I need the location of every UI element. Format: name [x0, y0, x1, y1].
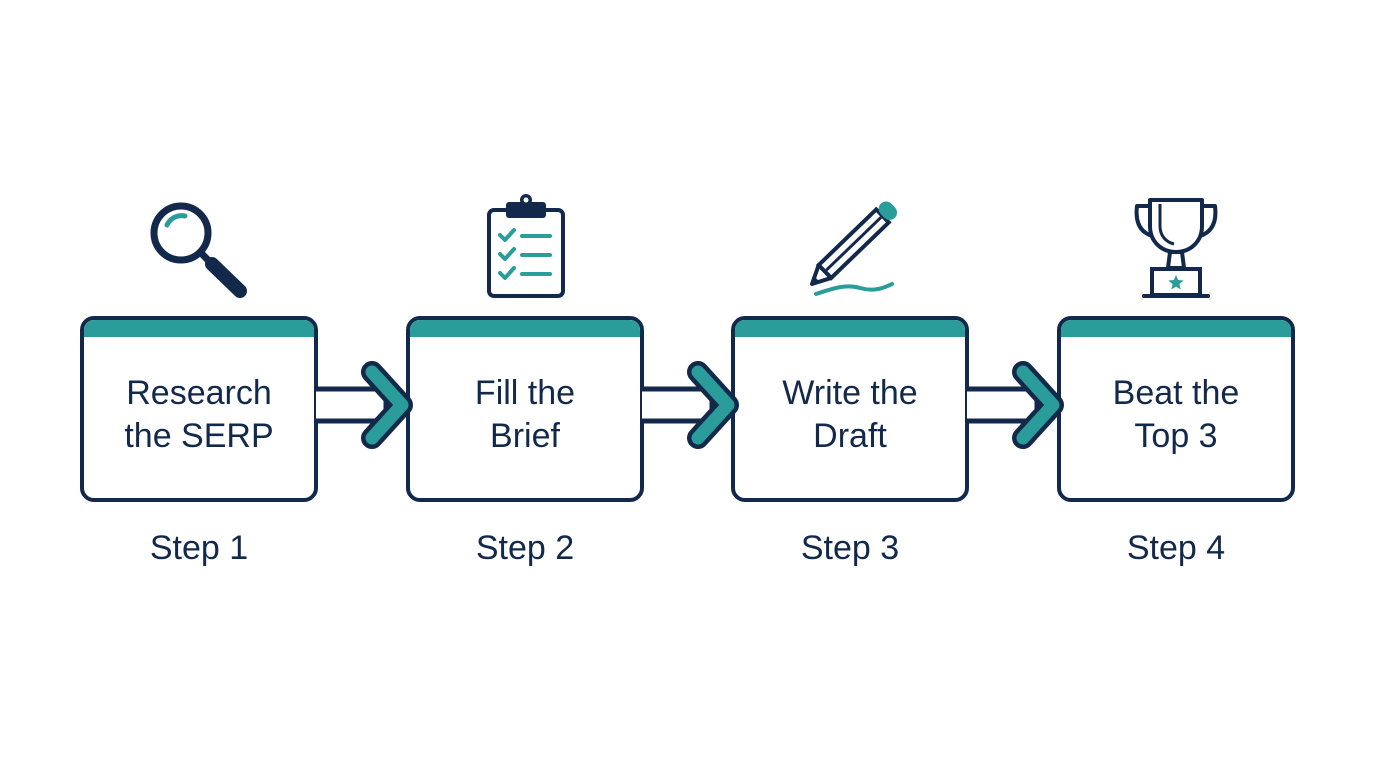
arrow-right-icon	[642, 361, 739, 449]
magnifying-glass-icon	[150, 202, 247, 298]
step-label: Step 3	[800, 529, 900, 567]
step-title: Write the Draft	[735, 372, 965, 458]
arrow-right-icon	[316, 361, 413, 449]
step-card-3: Write the Draft	[731, 316, 969, 502]
step-label: Step 2	[475, 529, 575, 567]
step-title: Fill the Brief	[410, 372, 640, 458]
step-label: Step 4	[1126, 529, 1226, 567]
step-title-line1: Research	[126, 374, 272, 412]
step-title: Beat the Top 3	[1061, 372, 1291, 458]
card-header-band	[1061, 320, 1291, 337]
step-card-1: Research the SERP	[80, 316, 318, 502]
card-header-band	[410, 320, 640, 337]
card-header-band	[84, 320, 314, 337]
arrow-right-icon	[967, 361, 1064, 449]
step-title-line2: Draft	[813, 417, 887, 455]
step-card-4: Beat the Top 3	[1057, 316, 1295, 502]
step-title-line2: Top 3	[1134, 417, 1218, 455]
pencil-icon	[810, 201, 898, 296]
clipboard-checklist-icon	[487, 194, 565, 298]
step-title-line2: the SERP	[124, 417, 274, 455]
step-title-line2: Brief	[490, 417, 560, 455]
step-title-line1: Beat the	[1112, 374, 1240, 412]
step-label: Step 1	[149, 529, 249, 567]
step-title-line1: Fill the	[474, 374, 576, 412]
step-title: Research the SERP	[84, 372, 314, 458]
card-header-band	[735, 320, 965, 337]
trophy-icon	[1134, 198, 1218, 298]
step-card-2: Fill the Brief	[406, 316, 644, 502]
step-title-line1: Write the	[782, 374, 918, 412]
